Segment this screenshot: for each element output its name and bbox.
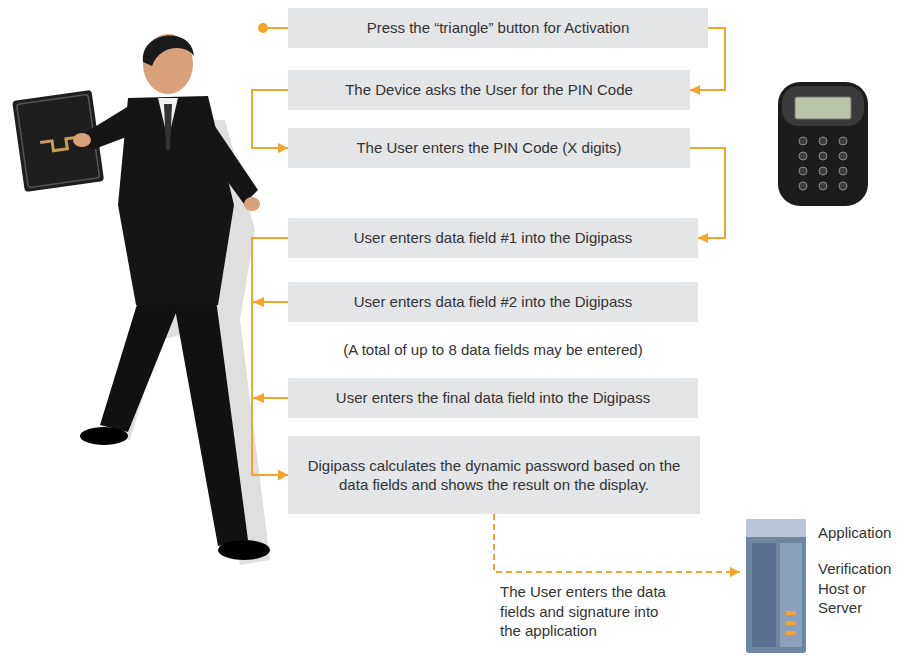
- process-box: The User enters the PIN Code (X digits): [288, 128, 690, 168]
- step-text: The Device asks the User for the PIN Cod…: [345, 80, 633, 100]
- flow-connector: [252, 90, 288, 148]
- edge-label: The User enters the data fields and sign…: [500, 582, 670, 641]
- process-box: Press the “triangle” button for Activati…: [288, 8, 708, 48]
- step-text: User enters the final data field into th…: [336, 388, 650, 408]
- step-text: Digipass calculates the dynamic password…: [300, 456, 688, 495]
- process-box: The Device asks the User for the PIN Cod…: [288, 70, 690, 110]
- flow-connector: [252, 302, 288, 475]
- step-text: Press the “triangle” button for Activati…: [367, 18, 630, 38]
- server-label: Application: [818, 523, 908, 543]
- figure-tie: [164, 104, 172, 150]
- flow-connector: [494, 514, 740, 572]
- flow-connector: [252, 398, 288, 475]
- note-label: (A total of up to 8 data fields may be e…: [288, 340, 698, 360]
- process-box: User enters data field #2 into the Digip…: [288, 282, 698, 322]
- figure-leg: [100, 288, 182, 432]
- figure-shoe: [80, 427, 128, 445]
- server-node: ApplicationVerification Host or Server: [740, 515, 911, 655]
- figure-arm: [80, 104, 150, 150]
- server-illustration: [740, 515, 812, 655]
- figure-hand: [244, 197, 260, 211]
- step-text: User enters data field #2 into the Digip…: [354, 292, 633, 312]
- step-text: The User enters the PIN Code (X digits): [356, 138, 621, 158]
- leader-line: [263, 27, 288, 29]
- process-box: Digipass calculates the dynamic password…: [288, 436, 700, 514]
- figure-leg: [172, 292, 248, 546]
- figure-hair: [143, 36, 194, 66]
- process-box: User enters the final data field into th…: [288, 378, 698, 418]
- server-label: Verification Host or Server: [818, 559, 908, 618]
- briefcase: [12, 90, 104, 192]
- flow-connector: [252, 238, 288, 475]
- step-text: User enters data field #1 into the Digip…: [354, 228, 633, 248]
- process-box: User enters data field #1 into the Digip…: [288, 218, 698, 258]
- figure-head: [143, 34, 193, 94]
- figure-arm: [190, 104, 258, 204]
- figure-hand: [73, 133, 91, 147]
- figure-shoe: [218, 540, 270, 560]
- digipass-device: [778, 82, 868, 206]
